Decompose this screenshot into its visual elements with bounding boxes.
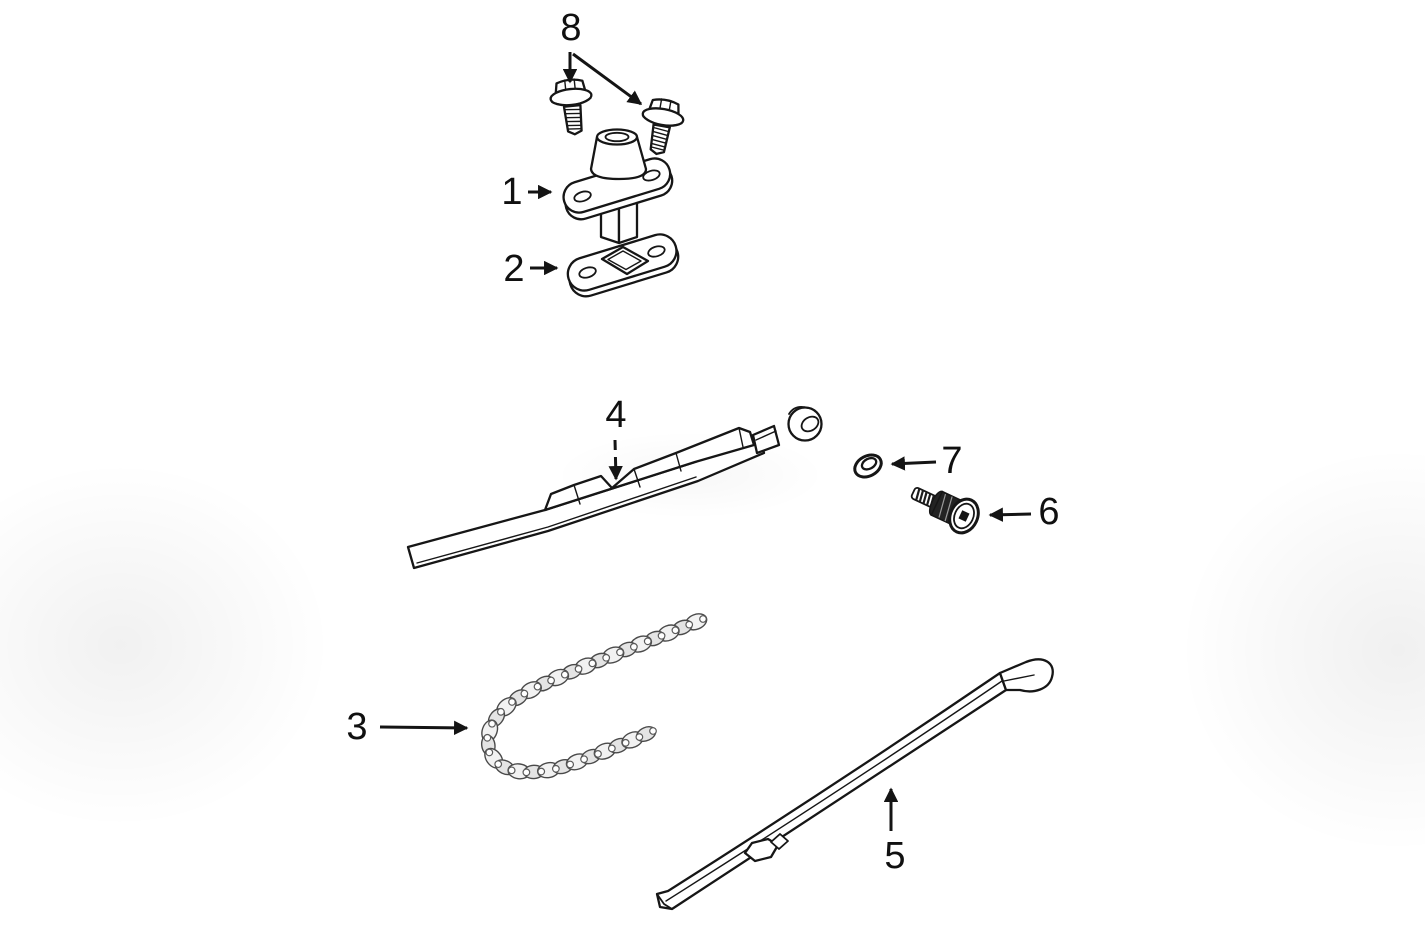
arrow-to-part-7 [890, 456, 937, 471]
arrow-to-part-8b [572, 52, 643, 106]
arrow-to-part-3 [379, 720, 469, 736]
chain-pin [588, 659, 597, 668]
chain-pin [643, 637, 652, 646]
chain-pin [508, 698, 516, 706]
chain-pin [621, 738, 630, 747]
chain-pin [657, 631, 666, 640]
callout-label-3: 3 [346, 706, 368, 748]
part-3-timing-chain-drawing [480, 613, 708, 780]
chain-pin [635, 733, 644, 741]
chain-pin [551, 764, 560, 773]
callout-label-8: 8 [560, 7, 582, 49]
chain-pin [616, 648, 624, 657]
callout-label-6: 6 [1038, 491, 1060, 533]
chain-pin [649, 727, 657, 735]
chain-pin [522, 768, 531, 777]
chain-pin [671, 626, 680, 635]
chain-pin [580, 755, 588, 764]
chain-pin [488, 719, 496, 728]
chain-pin [574, 665, 583, 673]
chain-pin [566, 760, 575, 769]
chain-pin [629, 642, 638, 651]
part-2-gasket-drawing [566, 233, 680, 298]
callout-arrows [379, 52, 1032, 831]
chain-pin [483, 733, 492, 742]
chain-pin [485, 748, 494, 757]
chain-pin [602, 653, 611, 662]
chain-pin [547, 676, 555, 685]
part-4-chain-guide-arm-drawing [406, 405, 823, 570]
callout-label-4: 4 [605, 394, 627, 436]
chain-pin [607, 744, 616, 753]
chain-pin [537, 767, 546, 776]
part-6-pivot-bolt-drawing [910, 486, 980, 535]
part-5-guide-rail-drawing [655, 658, 1054, 911]
chain-pin [520, 689, 529, 698]
callout-label-5: 5 [884, 835, 906, 877]
chain-pin [685, 620, 694, 629]
chain-pin [594, 749, 602, 758]
part-7-seal-washer-drawing [853, 453, 883, 479]
part-1-tensioner-drawing [562, 128, 674, 245]
chain-pin [494, 760, 503, 769]
chain-pin [507, 766, 516, 775]
callout-label-7: 7 [941, 440, 963, 482]
chain-pin [560, 670, 569, 679]
arrow-to-part-6 [988, 507, 1032, 522]
callout-label-1: 1 [501, 171, 523, 213]
chain-pin [699, 615, 707, 623]
arrow-to-part-4 [608, 439, 623, 481]
chain-pin [497, 707, 505, 716]
chain-pin [533, 682, 542, 691]
callout-label-2: 2 [503, 248, 525, 290]
